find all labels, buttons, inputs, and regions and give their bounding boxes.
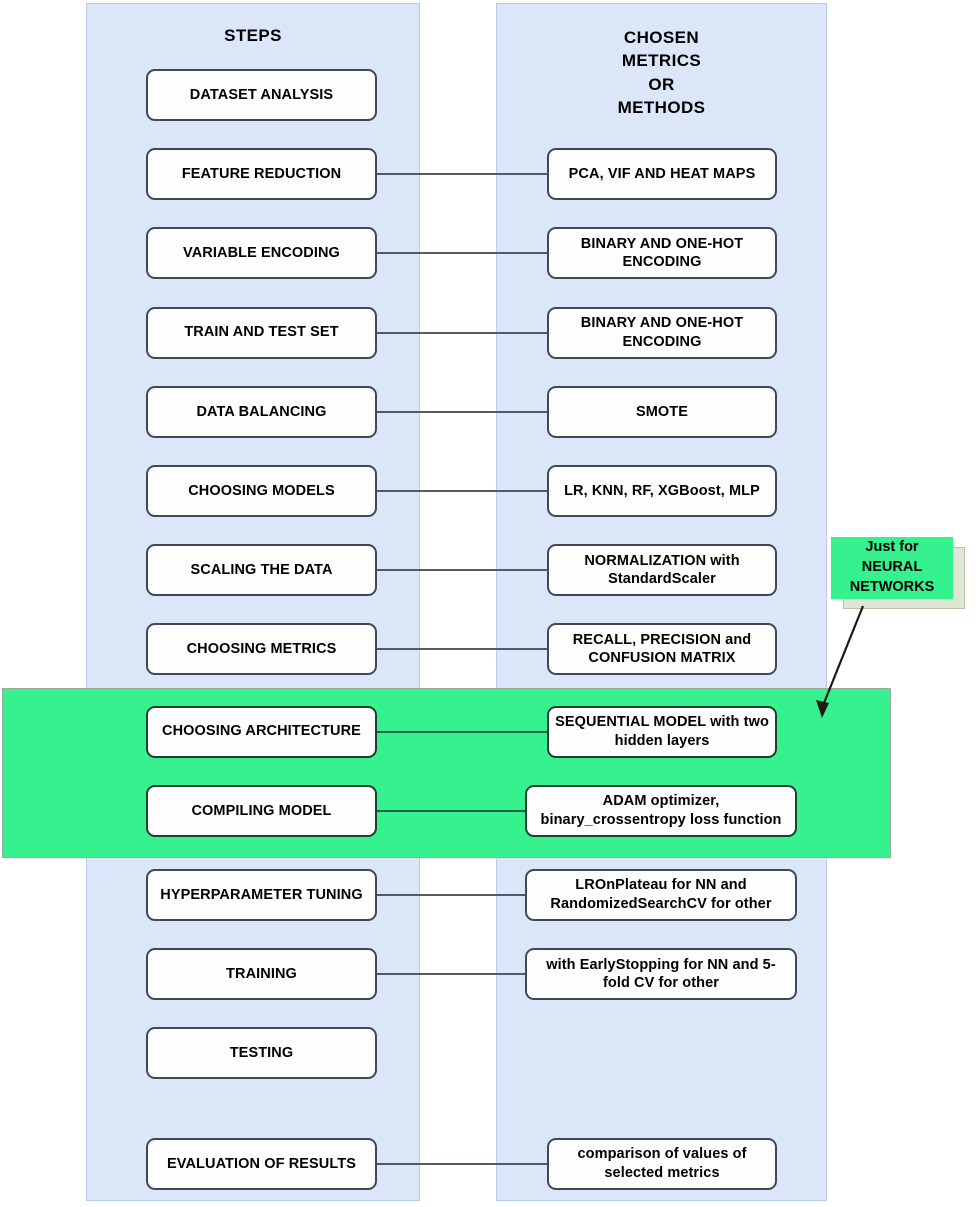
connector-line (377, 331, 547, 334)
method-box[interactable]: LR, KNN, RF, XGBoost, MLP (547, 465, 777, 517)
connector-line (377, 809, 525, 812)
step-box[interactable]: CHOOSING MODELS (146, 465, 377, 517)
connector-line (377, 490, 547, 492)
step-box[interactable]: HYPERPARAMETER TUNING (146, 869, 377, 921)
connector-line (377, 894, 525, 896)
connector-line (377, 648, 547, 651)
connector-line (377, 252, 547, 255)
method-box[interactable]: PCA, VIF AND HEAT MAPS (547, 148, 777, 201)
method-box[interactable]: NORMALIZATION with StandardScaler (547, 544, 777, 597)
method-box[interactable]: SEQUENTIAL MODEL with two hidden layers (547, 705, 777, 758)
step-box[interactable]: TRAINING (146, 948, 377, 1001)
method-box[interactable]: BINARY AND ONE-HOT ENCODING (547, 227, 777, 280)
method-box[interactable]: RECALL, PRECISION and CONFUSION MATRIX (547, 623, 777, 676)
connector-line (377, 973, 525, 976)
connector-line (377, 569, 547, 572)
connector-line (377, 410, 547, 413)
method-box[interactable]: with EarlyStopping for NN and 5-fold CV … (525, 948, 797, 1001)
method-box[interactable]: LROnPlateau for NN and RandomizedSearchC… (525, 869, 797, 921)
step-box[interactable]: FEATURE REDUCTION (146, 148, 377, 201)
method-box[interactable]: BINARY AND ONE-HOT ENCODING (547, 306, 777, 359)
connector-line (377, 173, 547, 176)
step-box[interactable]: TRAIN AND TEST SET (146, 306, 377, 359)
connector-line (377, 730, 547, 733)
steps-column-panel (86, 3, 420, 1201)
step-box[interactable]: CHOOSING ARCHITECTURE (146, 705, 377, 758)
method-box[interactable]: SMOTE (547, 385, 777, 438)
step-box[interactable]: DATASET ANALYSIS (146, 69, 377, 121)
step-box[interactable]: DATA BALANCING (146, 385, 377, 438)
step-box[interactable]: VARIABLE ENCODING (146, 227, 377, 280)
method-box[interactable]: ADAM optimizer, binary_crossentropy loss… (525, 784, 797, 837)
step-box[interactable]: CHOOSING METRICS (146, 623, 377, 676)
method-box[interactable]: comparison of values of selected metrics (547, 1138, 777, 1190)
metrics-column-panel (496, 3, 827, 1201)
steps-column-title: STEPS (224, 26, 282, 45)
connector-line (377, 1163, 547, 1165)
step-box[interactable]: SCALING THE DATA (146, 544, 377, 597)
step-box[interactable]: EVALUATION OF RESULTS (146, 1138, 377, 1190)
step-box[interactable]: COMPILING MODEL (146, 784, 377, 837)
step-box[interactable]: TESTING (146, 1027, 377, 1080)
